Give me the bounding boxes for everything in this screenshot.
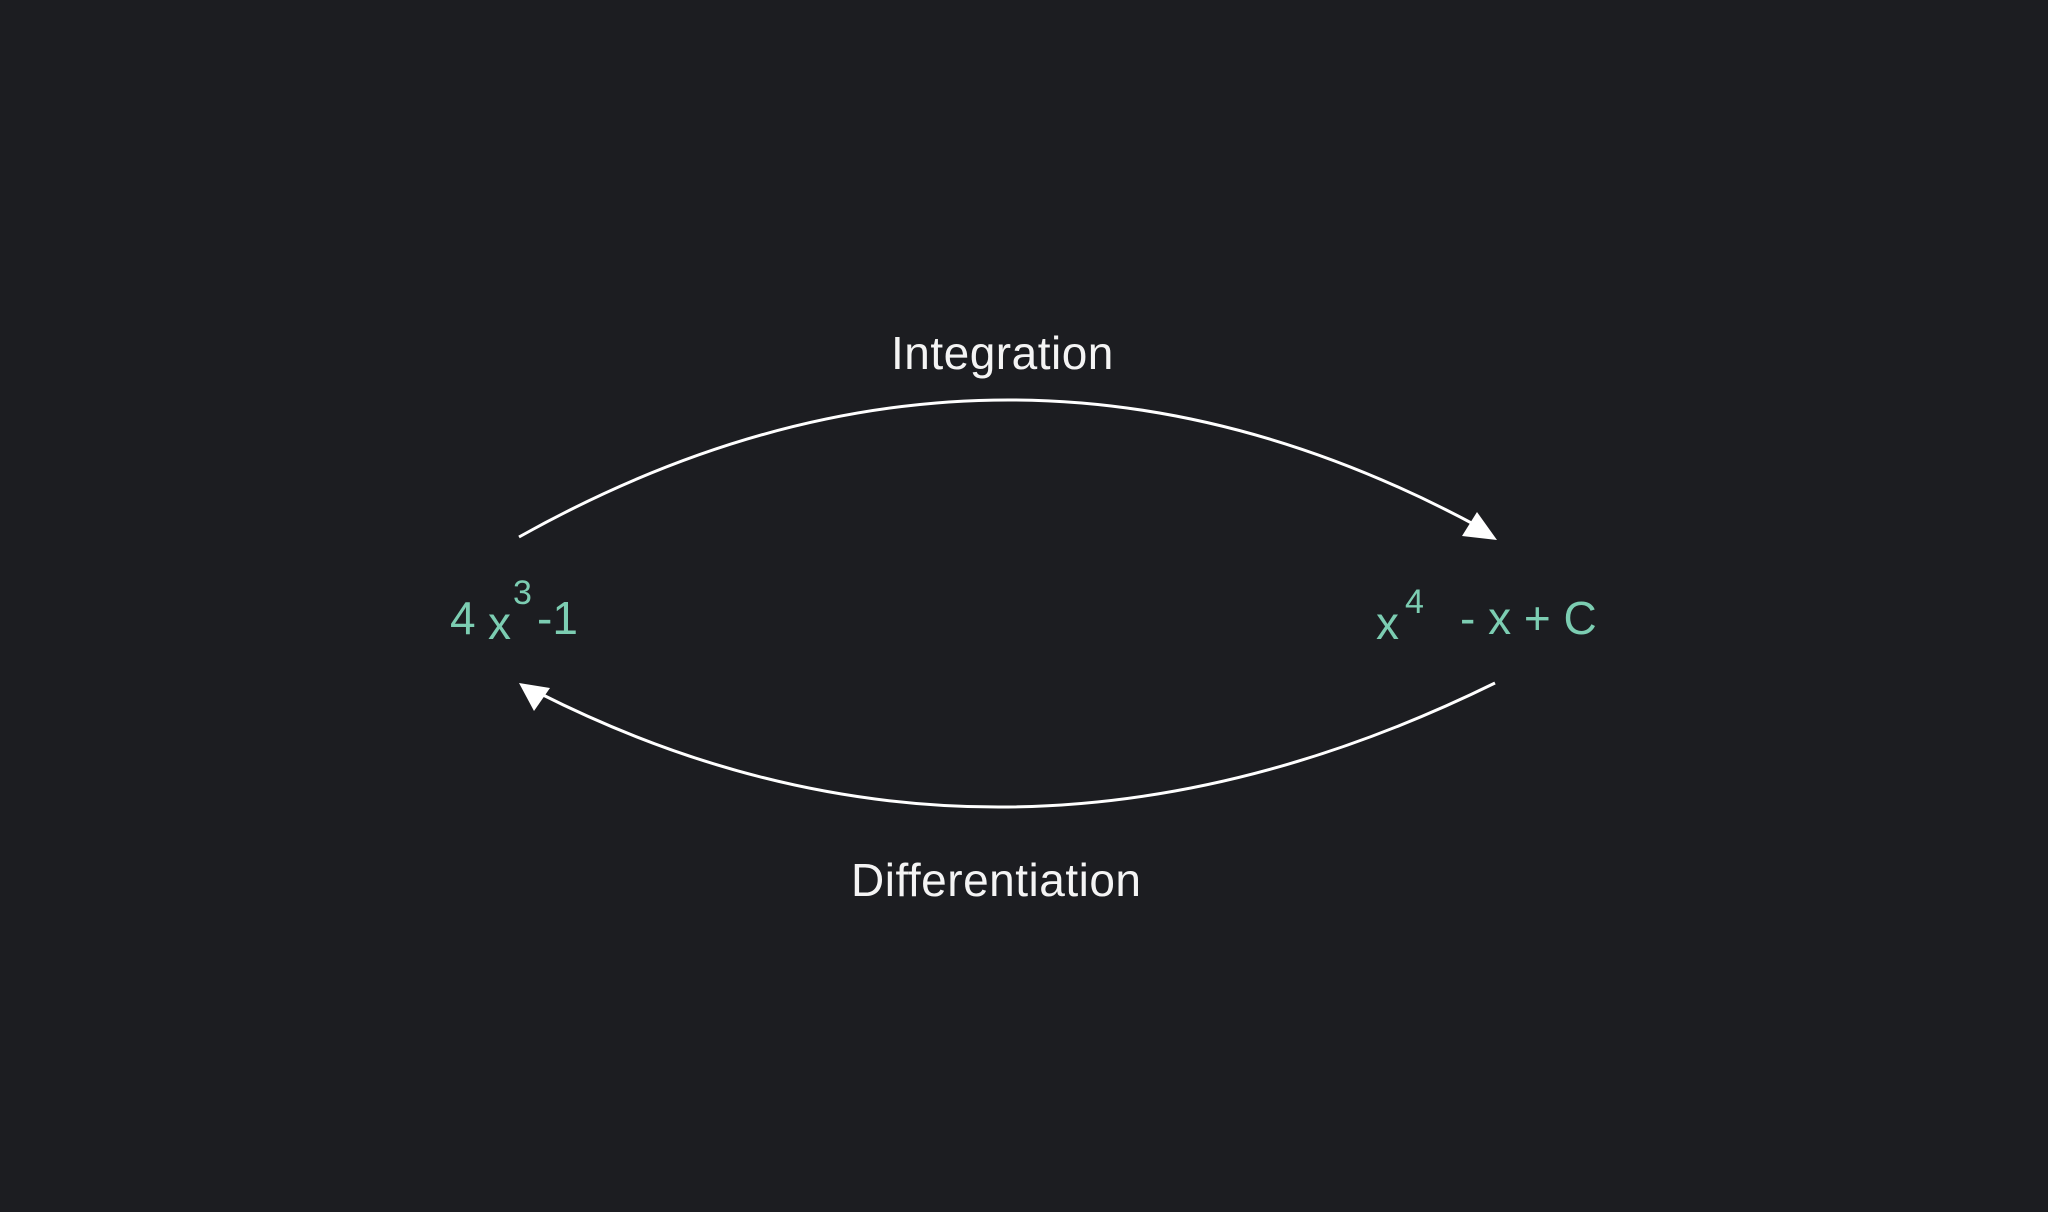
left-tail: -1 <box>537 592 578 644</box>
left-variable: x <box>488 597 511 649</box>
right-tail: - x + C <box>1460 592 1597 644</box>
left-coefficient: 4 <box>450 592 476 644</box>
integration-arrow <box>518 398 1480 539</box>
integration-label: Integration <box>891 327 1114 379</box>
integration-arrowhead <box>1462 512 1497 540</box>
right-exponent: 4 <box>1405 583 1424 621</box>
left-exponent: 3 <box>513 574 532 612</box>
right-variable: x <box>1376 597 1399 649</box>
differentiation-arrowhead <box>519 683 550 711</box>
differentiation-label: Differentiation <box>851 854 1142 906</box>
differentiation-arrow <box>538 681 1496 809</box>
